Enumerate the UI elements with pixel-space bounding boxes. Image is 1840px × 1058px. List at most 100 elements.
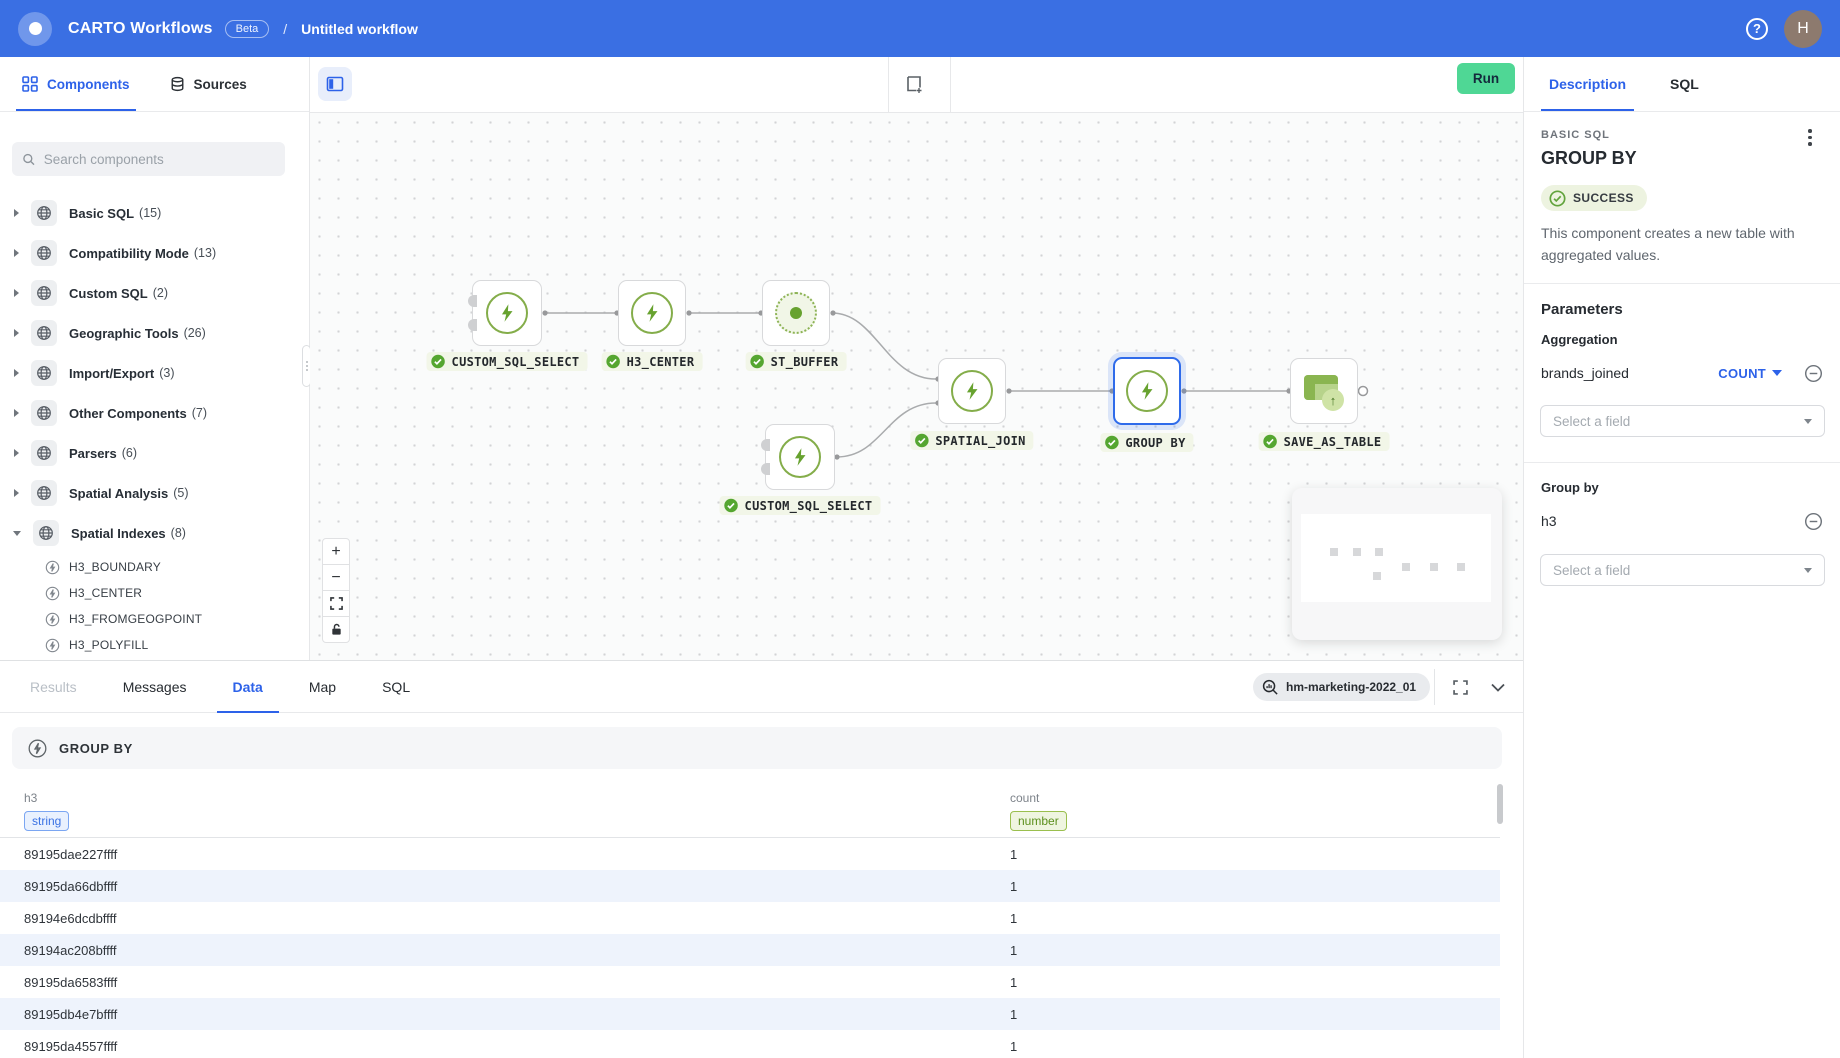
count-cell: 1 <box>1010 974 1018 990</box>
sidebar-item-h3-center[interactable]: H3_CENTER <box>0 580 309 606</box>
run-button[interactable]: Run <box>1457 63 1515 94</box>
input-port <box>761 463 770 475</box>
tab-sources[interactable]: Sources <box>170 57 247 111</box>
avatar[interactable]: H <box>1784 9 1822 48</box>
sidebar-item-custom-sql[interactable]: Custom SQL(2) <box>0 273 309 313</box>
h3-cell: 89195da4557ffff <box>24 1038 118 1054</box>
node-group-by[interactable] <box>1113 357 1181 425</box>
groupby-field-select[interactable]: Select a field <box>1540 554 1825 586</box>
aggregation-fn-dropdown[interactable]: COUNT <box>1718 366 1782 381</box>
lock-button[interactable] <box>322 616 350 643</box>
tab-map[interactable]: Map <box>308 678 337 695</box>
node-spatial-join[interactable] <box>938 358 1006 424</box>
node-label-save-as-table: SAVE_AS_TABLE <box>1258 432 1390 451</box>
caret-down-icon <box>1804 567 1812 573</box>
sidebar-item-basic-sql[interactable]: Basic SQL(15) <box>0 193 309 233</box>
sidebar-item-compatibility-mode[interactable]: Compatibility Mode(13) <box>0 233 309 273</box>
search-input[interactable] <box>43 151 275 167</box>
component-category: BASIC SQL <box>1541 129 1610 141</box>
workflow-canvas-region: Run <box>310 57 1523 660</box>
fit-view-icon <box>329 597 343 610</box>
fullscreen-icon <box>1452 679 1468 695</box>
h3-cell: 89195dae227ffff <box>24 846 118 862</box>
remove-groupby-button[interactable] <box>1804 512 1823 531</box>
groupby-heading: Group by <box>1541 480 1599 495</box>
sidebar-item-spatial-indexes[interactable]: Spatial Indexes(8) <box>0 513 309 553</box>
collapse-panel-button[interactable] <box>1486 675 1510 699</box>
sidebar-item-other-components[interactable]: Other Components(7) <box>0 393 309 433</box>
expand-panel-button[interactable] <box>1448 675 1472 699</box>
sidebar-item-h3-fromgeogpoint[interactable]: H3_FROMGEOGPOINT <box>0 606 309 632</box>
node-label-custom-sql-select-2: CUSTOM_SQL_SELECT <box>719 496 881 515</box>
workflow-canvas[interactable]: ↑ CUSTOM_SQL_SELECT H3_CENTER ST_BUFFER … <box>310 113 1523 660</box>
node-custom-sql-select-1[interactable] <box>468 280 542 346</box>
type-badge-string: string <box>24 811 70 831</box>
tab-data[interactable]: Data <box>216 661 280 713</box>
fit-view-button[interactable] <box>322 590 350 617</box>
sidebar-item-h3-polyfill[interactable]: H3_POLYFILL <box>0 632 309 658</box>
source-badge[interactable]: hm-marketing-2022_01 <box>1253 673 1431 701</box>
chevron-right-icon <box>14 449 19 457</box>
tab-sql[interactable]: SQL <box>382 678 411 695</box>
zoom-in-button[interactable]: + <box>322 538 350 565</box>
bolt-icon <box>1126 370 1168 412</box>
help-icon[interactable]: ? <box>1746 17 1768 40</box>
count-cell: 1 <box>1010 942 1018 958</box>
tab-description[interactable]: Description <box>1540 57 1635 111</box>
add-note-button[interactable] <box>901 71 927 97</box>
kebab-menu-icon[interactable] <box>1800 129 1820 146</box>
sidebar-item-parsers[interactable]: Parsers(6) <box>0 433 309 473</box>
chevron-right-icon <box>14 369 19 377</box>
chevron-right-icon <box>14 249 19 257</box>
tab-components[interactable]: Components <box>16 57 135 111</box>
data-section-header[interactable]: GROUP BY <box>12 727 1502 769</box>
tab-inspector-sql[interactable]: SQL <box>1670 76 1699 92</box>
node-custom-sql-select-2[interactable] <box>761 424 835 490</box>
sidebar-item-import-export[interactable]: Import/Export(3) <box>0 353 309 393</box>
divider <box>1524 283 1840 284</box>
success-check-icon <box>724 498 738 513</box>
aggregation-field-select[interactable]: Select a field <box>1540 405 1825 437</box>
sidebar-item-geographic-tools[interactable]: Geographic Tools(26) <box>0 313 309 353</box>
success-check-icon <box>606 354 620 369</box>
node-label-custom-sql-select-1: CUSTOM_SQL_SELECT <box>426 352 588 371</box>
chevron-right-icon <box>14 209 19 217</box>
collapse-sidebar-button[interactable] <box>318 67 352 101</box>
node-h3-center[interactable] <box>618 280 686 346</box>
bolt-circle-icon <box>45 612 60 626</box>
node-save-as-table[interactable]: ↑ <box>1290 358 1358 424</box>
inspector-tabs: Description SQL <box>1524 57 1840 112</box>
success-check-icon <box>750 354 764 369</box>
tab-messages[interactable]: Messages <box>122 678 187 695</box>
search-components-box[interactable] <box>12 142 285 176</box>
caret-down-icon <box>1772 370 1782 376</box>
tab-results[interactable]: Results <box>30 678 77 695</box>
chevron-right-icon <box>14 489 19 497</box>
canvas-minimap[interactable] <box>1292 488 1502 640</box>
workflow-title[interactable]: Untitled workflow <box>301 20 418 37</box>
canvas-zoom-controls: + − <box>322 538 350 643</box>
sidebar-item-spatial-analysis[interactable]: Spatial Analysis(5) <box>0 473 309 513</box>
remove-aggregation-button[interactable] <box>1804 364 1823 383</box>
bolt-icon <box>631 292 673 334</box>
aggregation-field-row: brands_joined COUNT <box>1541 362 1823 384</box>
groupby-field-row: h3 <box>1541 510 1823 532</box>
data-explorer-icon <box>1262 679 1278 695</box>
chevron-down-icon <box>1491 683 1505 692</box>
node-label-h3-center: H3_CENTER <box>601 352 703 371</box>
success-check-icon <box>915 433 929 448</box>
globe-icon <box>31 360 57 386</box>
toolbar-divider <box>888 57 889 112</box>
zoom-out-button[interactable]: − <box>322 564 350 591</box>
count-cell: 1 <box>1010 1006 1018 1022</box>
globe-icon <box>31 440 57 466</box>
globe-icon <box>31 480 57 506</box>
sidebar-item-h3-boundary[interactable]: H3_BOUNDARY <box>0 554 309 580</box>
input-port <box>468 319 477 331</box>
node-st-buffer[interactable] <box>762 280 830 346</box>
table-scrollbar-thumb[interactable] <box>1497 784 1503 824</box>
success-check-icon <box>431 354 445 369</box>
